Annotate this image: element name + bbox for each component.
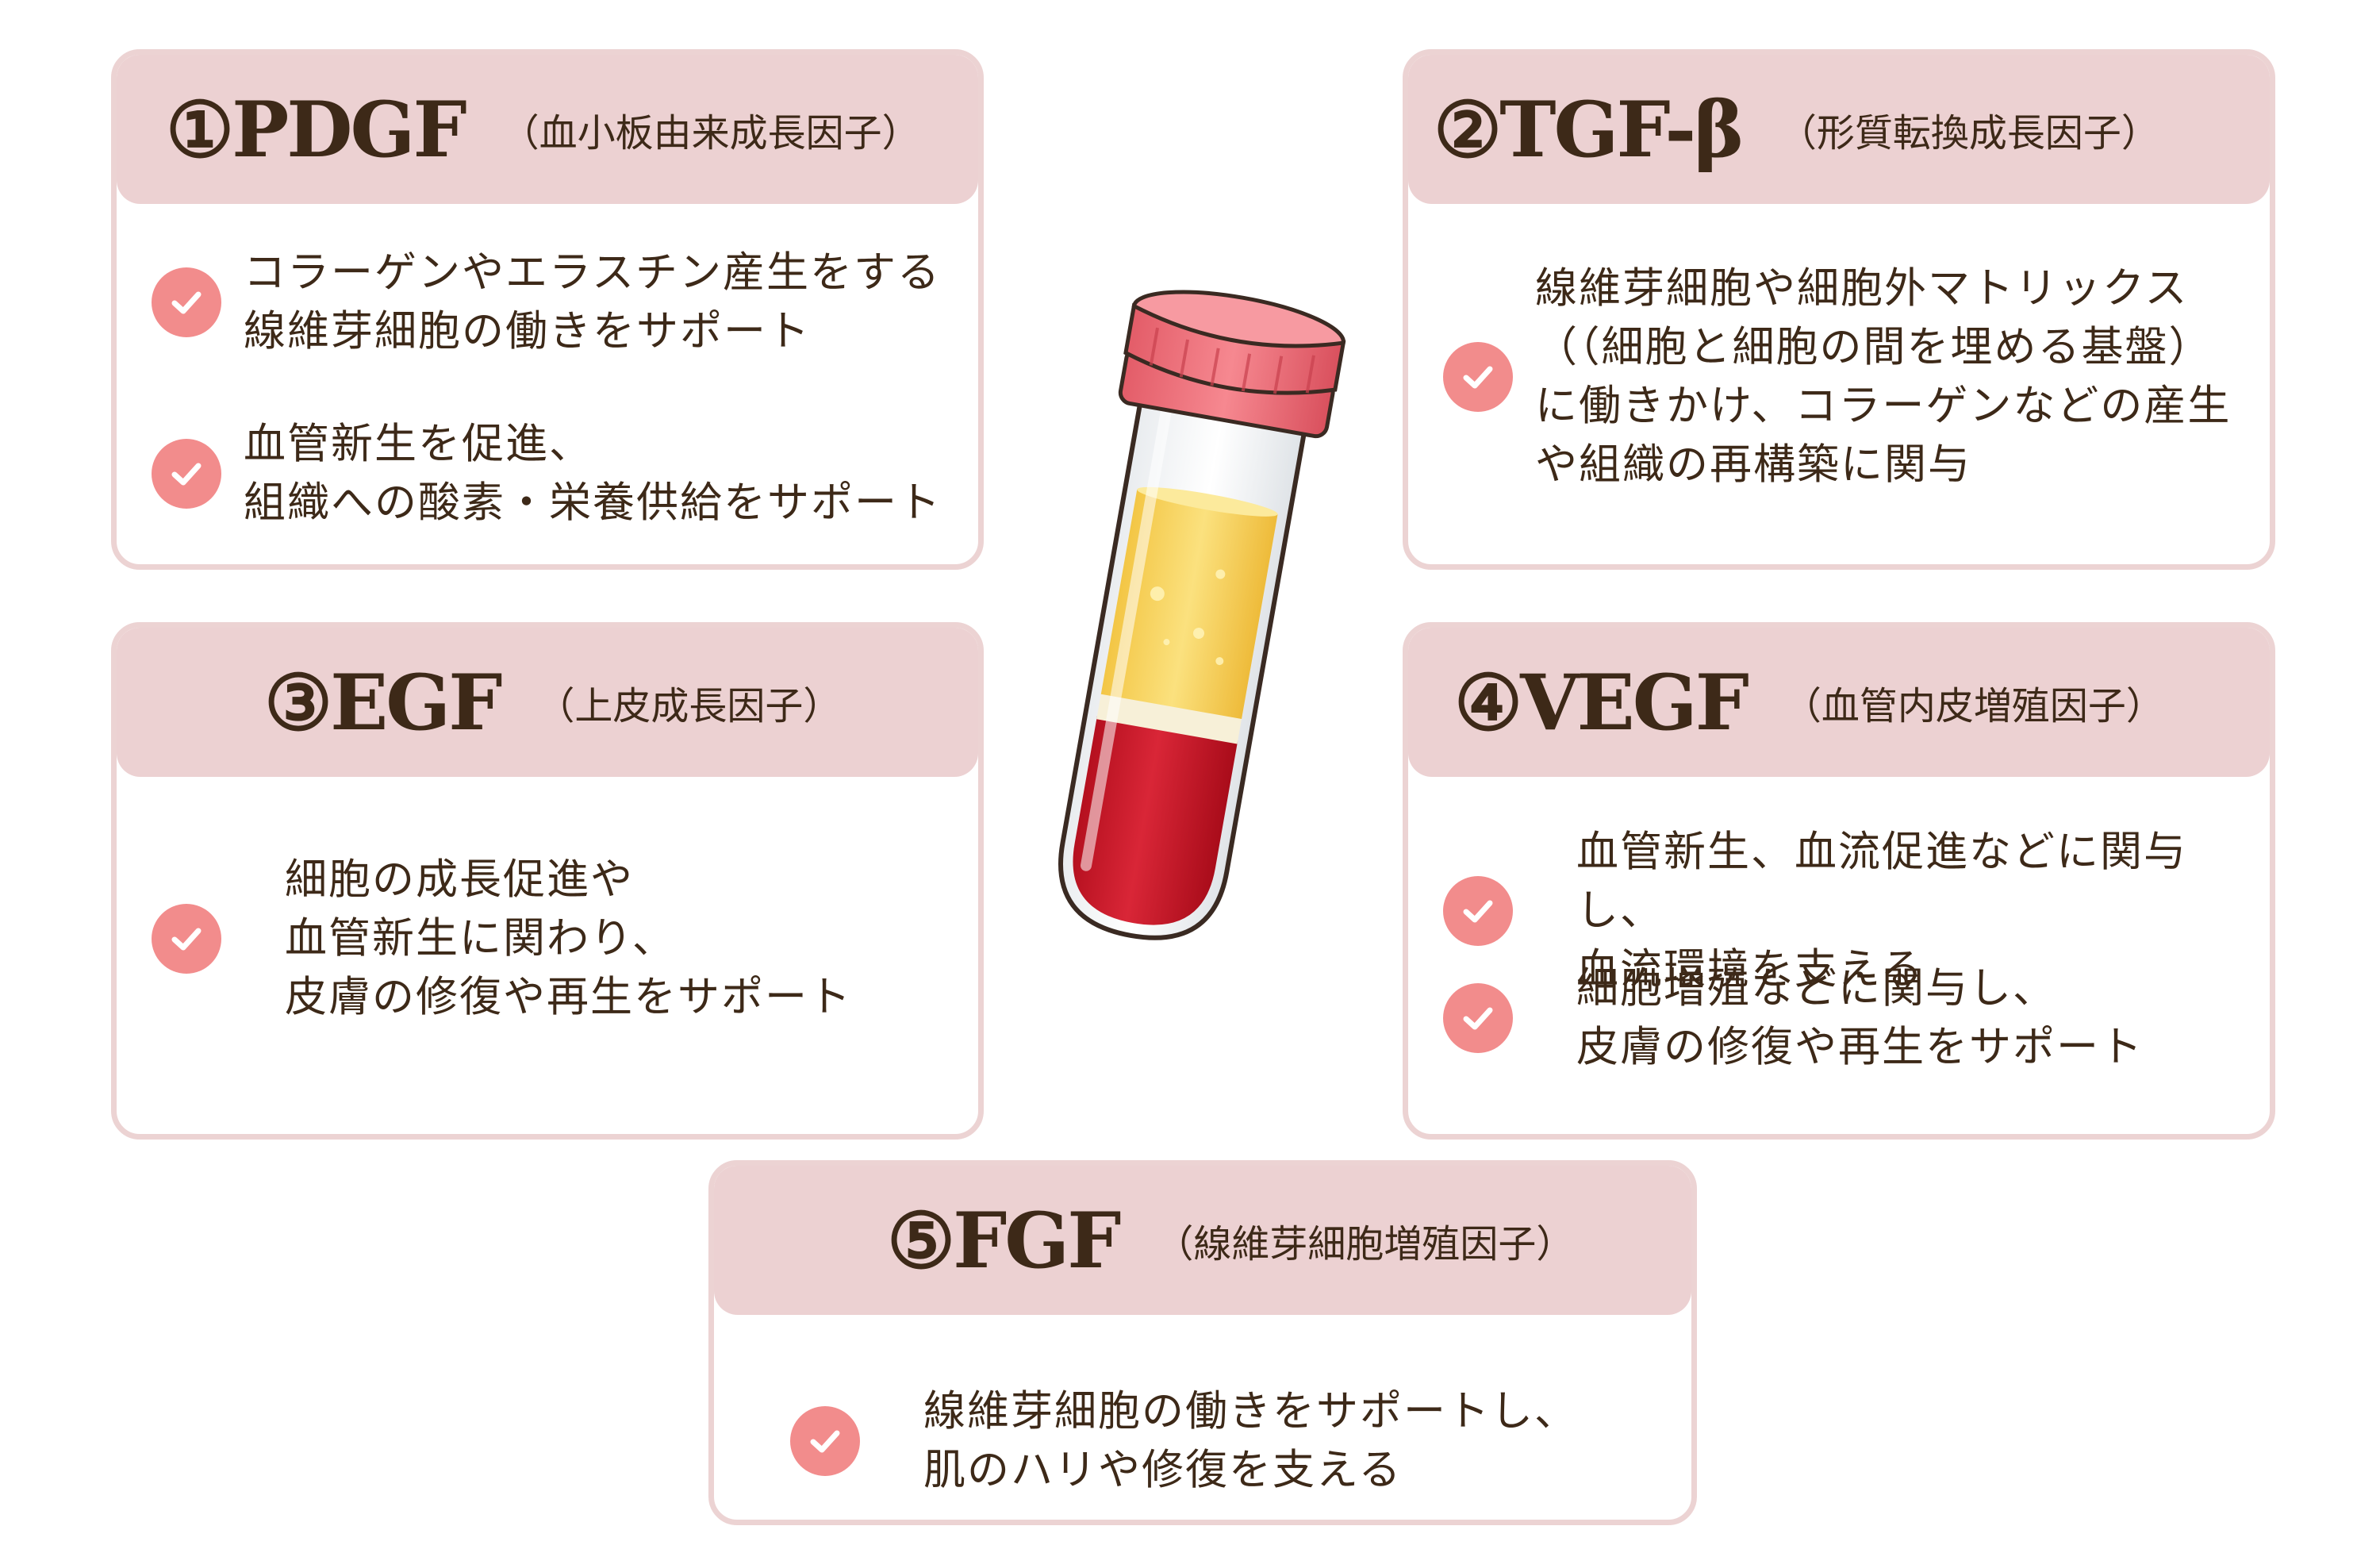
item-text: 血管新生を促進、 組織への酸素・栄養供給をサポート bbox=[244, 420, 942, 527]
list-item: 細胞の成長促進や 血管新生に関わり、 皮膚の修復や再生をサポート bbox=[152, 851, 852, 1027]
card-header: ②TGF-β （形質転換成長因子） bbox=[1408, 55, 2270, 204]
item-text: 線維芽細胞の働きをサポートし、 肌のハリや修復を支える bbox=[923, 1387, 1578, 1494]
factor-full-name: （血管内皮増殖因子） bbox=[1783, 684, 2164, 728]
check-icon bbox=[152, 267, 221, 337]
check-icon bbox=[1443, 876, 1513, 946]
card-fgf: ⑤FGF （線維芽細胞増殖因子） 線維芽細胞の働きをサポートし、 肌のハリや修復… bbox=[708, 1160, 1697, 1525]
blood-test-tube-icon bbox=[1058, 290, 1346, 940]
list-item: 血管新生、血流促進などに関与し、 血流環境を支える bbox=[1443, 823, 2270, 999]
factor-name: ④VEGF bbox=[1454, 657, 1749, 748]
card-title: ②TGF-β （形質転換成長因子） bbox=[1434, 55, 2159, 204]
factor-name: ①PDGF bbox=[166, 84, 467, 175]
check-icon bbox=[152, 904, 221, 974]
card-header: ③EGF （上皮成長因子） bbox=[117, 628, 978, 777]
card-header: ⑤FGF （線維芽細胞増殖因子） bbox=[714, 1166, 1691, 1315]
factor-full-name: （形質転換成長因子） bbox=[1778, 111, 2159, 156]
item-text: 細胞増殖などに関与し、 皮膚の修復や再生をサポート bbox=[1576, 964, 2144, 1071]
card-title: ①PDGF （血小板由来成長因子） bbox=[166, 55, 920, 204]
check-icon bbox=[1443, 983, 1513, 1053]
check-icon bbox=[1443, 342, 1513, 412]
check-icon bbox=[790, 1406, 860, 1476]
factor-name: ②TGF-β bbox=[1434, 84, 1745, 175]
card-header: ①PDGF （血小板由来成長因子） bbox=[117, 55, 978, 204]
list-item: 線維芽細胞や細胞外マトリックス （（細胞と細胞の間を埋める基盤） に働きかけ、コ… bbox=[1443, 259, 2231, 494]
card-pdgf: ①PDGF （血小板由来成長因子） コラーゲンやエラスチン産生をする 線維芽細胞… bbox=[111, 49, 984, 570]
factor-name: ③EGF bbox=[264, 657, 502, 748]
factor-full-name: （上皮成長因子） bbox=[536, 684, 842, 728]
check-icon bbox=[152, 439, 221, 509]
card-egf: ③EGF （上皮成長因子） 細胞の成長促進や 血管新生に関わり、 皮膚の修復や再… bbox=[111, 622, 984, 1140]
card-title: ③EGF （上皮成長因子） bbox=[264, 628, 841, 777]
card-vegf: ④VEGF （血管内皮増殖因子） 血管新生、血流促進などに関与し、 血流環境を支… bbox=[1403, 622, 2275, 1140]
item-text: 細胞の成長促進や 血管新生に関わり、 皮膚の修復や再生をサポート bbox=[285, 855, 852, 1021]
card-title: ⑤FGF （線維芽細胞増殖因子） bbox=[887, 1166, 1574, 1315]
item-text: 血管新生、血流促進などに関与し、 血流環境を支える bbox=[1576, 828, 2187, 994]
list-item: 細胞増殖などに関与し、 皮膚の修復や再生をサポート bbox=[1443, 959, 2144, 1077]
list-item: 線維芽細胞の働きをサポートし、 肌のハリや修復を支える bbox=[790, 1382, 1578, 1500]
factor-full-name: （血小板由来成長因子） bbox=[501, 111, 920, 156]
card-header: ④VEGF （血管内皮増殖因子） bbox=[1408, 628, 2270, 777]
card-tgf-beta: ②TGF-β （形質転換成長因子） 線維芽細胞や細胞外マトリックス （（細胞と細… bbox=[1403, 49, 2275, 570]
list-item: コラーゲンやエラスチン産生をする 線維芽細胞の働きをサポート bbox=[152, 244, 941, 361]
list-item: 血管新生を促進、 組織への酸素・栄養供給をサポート bbox=[152, 415, 942, 532]
item-text: コラーゲンやエラスチン産生をする 線維芽細胞の働きをサポート bbox=[244, 248, 941, 356]
item-text: 線維芽細胞や細胞外マトリックス （（細胞と細胞の間を埋める基盤） に働きかけ、コ… bbox=[1535, 264, 2232, 489]
factor-name: ⑤FGF bbox=[887, 1195, 1121, 1286]
card-title: ④VEGF （血管内皮増殖因子） bbox=[1454, 628, 2164, 777]
factor-full-name: （線維芽細胞増殖因子） bbox=[1155, 1222, 1575, 1266]
